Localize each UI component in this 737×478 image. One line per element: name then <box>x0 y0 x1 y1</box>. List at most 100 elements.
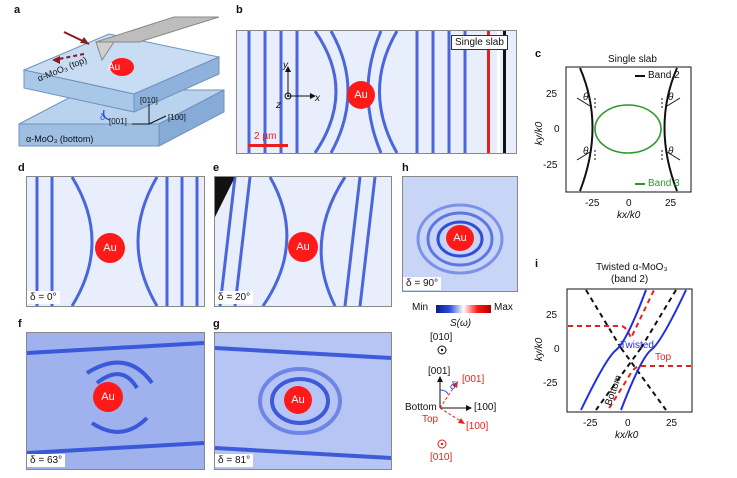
panel-d-au: Au <box>103 242 117 254</box>
panel-e-label: δ = 20° <box>215 291 254 304</box>
panel-letter-e: e <box>213 162 220 174</box>
panel-b-nearfield-image <box>236 30 517 154</box>
panel-b-axis-x: x <box>315 93 320 104</box>
theta-label: θ <box>668 92 674 103</box>
key-bottom: Bottom <box>405 402 437 413</box>
panel-h-au: Au <box>453 232 467 244</box>
twisted-curve-right <box>620 289 687 411</box>
panel-a-au: Au <box>108 62 121 73</box>
panel-letter-i: i <box>535 258 539 270</box>
panel-b-au: Au <box>354 89 368 101</box>
panel-g-au: Au <box>291 394 305 406</box>
theta-label: θ <box>583 146 589 157</box>
key-delta: δ <box>450 381 456 392</box>
theta-label: θ <box>668 146 674 157</box>
panel-i-subtitle: (band 2) <box>611 274 649 285</box>
panel-letter-a: a <box>14 4 21 16</box>
panel-letter-g: g <box>213 318 220 330</box>
colorbar-max: Max <box>494 302 513 313</box>
panel-d-label: δ = 0° <box>27 291 60 304</box>
bottom-curve <box>585 289 622 349</box>
panel-c-title: Single slab <box>608 54 657 65</box>
band2-right-curve <box>663 67 678 192</box>
colorbar-label: S(ω) <box>450 318 472 329</box>
dir-010-label: [010] <box>140 96 158 105</box>
scale-bar-label: 2 µm <box>254 131 277 142</box>
crystal-axes-key <box>437 345 472 449</box>
scale-bar <box>248 144 288 147</box>
legend-band2: Band 2 <box>648 70 680 81</box>
panel-c-plot <box>565 66 692 193</box>
panel-a-schematic <box>18 16 225 147</box>
panel-c-ytick: -25 <box>543 160 558 171</box>
panel-c-ytick: 25 <box>546 89 558 100</box>
panel-i-ytick: 25 <box>546 310 558 321</box>
key-red-010: [010] <box>430 452 453 463</box>
key-black-100: [100] <box>474 402 497 413</box>
panel-letter-b: b <box>236 4 243 16</box>
twisted-curve-left <box>580 289 647 411</box>
panel-h-label: δ = 90° <box>403 277 442 290</box>
panel-c-ytick: 0 <box>554 124 560 135</box>
panel-i-xlabel: kx/k0 <box>615 430 639 441</box>
dir-100-label: [100] <box>168 113 186 122</box>
key-red-100: [100] <box>466 421 489 432</box>
afm-tip <box>95 41 115 62</box>
panel-c-xtick: 25 <box>665 198 677 209</box>
bottom-slab-side-face <box>158 89 225 147</box>
colorbar-min: Min <box>412 302 429 313</box>
scattered-arrow <box>53 53 85 61</box>
panel-letter-d: d <box>18 162 25 174</box>
panel-f-au: Au <box>101 391 115 403</box>
panel-b-axes <box>284 66 316 100</box>
key-black-001: [001] <box>428 366 451 377</box>
dir-001-label: [001] <box>109 117 127 126</box>
top-slab-side-face <box>133 56 220 113</box>
panel-d-au-disk: Au <box>95 233 125 263</box>
band2-left-curve <box>579 67 594 192</box>
panel-a-delta: δ <box>100 112 106 122</box>
panel-i-title: Twisted α-MoO₃ <box>596 262 668 273</box>
panel-c-ylabel: ky/k0 <box>534 121 546 146</box>
band3-ellipse <box>594 104 662 154</box>
panel-f-au-disk: Au <box>93 382 123 412</box>
panel-i-xtick: 25 <box>666 418 678 429</box>
key-red-001: [001] <box>462 374 485 385</box>
panel-i-xtick: 0 <box>625 418 631 429</box>
panel-c-xtick: -25 <box>585 198 600 209</box>
panel-e-nearfield-image <box>214 176 392 307</box>
colorbar <box>436 305 491 313</box>
key-top: Top <box>422 414 439 425</box>
panel-g-label: δ = 81° <box>215 454 254 467</box>
top-curve-lower <box>607 365 691 411</box>
panel-e-au-disk: Au <box>288 232 318 262</box>
panel-i-ytick: -25 <box>543 378 558 389</box>
panel-b-au-disk: Au <box>347 81 375 109</box>
panel-h-au-disk: Au <box>446 225 474 251</box>
panel-c-xtick: 0 <box>626 198 632 209</box>
legend-twisted: Twisted <box>620 340 654 351</box>
panel-b-fringes <box>237 31 516 153</box>
panel-i-plot <box>566 288 693 413</box>
panel-letter-c: c <box>535 48 542 60</box>
legend-band3: Band 3 <box>648 178 680 189</box>
panel-c-xlabel: kx/k0 <box>617 210 641 221</box>
panel-i-xtick: -25 <box>583 418 598 429</box>
afm-cantilever <box>95 16 220 43</box>
panel-e-au: Au <box>296 241 310 253</box>
bottom-layer-label: α-MoO₃ (bottom) <box>26 134 94 144</box>
legend-top: Top <box>655 352 672 363</box>
panel-letter-h: h <box>402 162 409 174</box>
panel-b-axis-z: z <box>276 100 281 111</box>
panel-i-ylabel: ky/k0 <box>534 337 546 362</box>
key-top-010: [010] <box>430 332 453 343</box>
panel-letter-f: f <box>18 318 22 330</box>
panel-b-label: Single slab <box>451 35 508 50</box>
au-disk <box>110 58 134 76</box>
top-curve-upper <box>568 289 655 341</box>
delta-arc <box>102 109 111 121</box>
panel-f-label: δ = 63° <box>27 454 66 467</box>
panel-b-axis-y: y <box>283 60 288 71</box>
panel-i-ytick: 0 <box>554 344 560 355</box>
panel-g-au-disk: Au <box>284 386 312 414</box>
